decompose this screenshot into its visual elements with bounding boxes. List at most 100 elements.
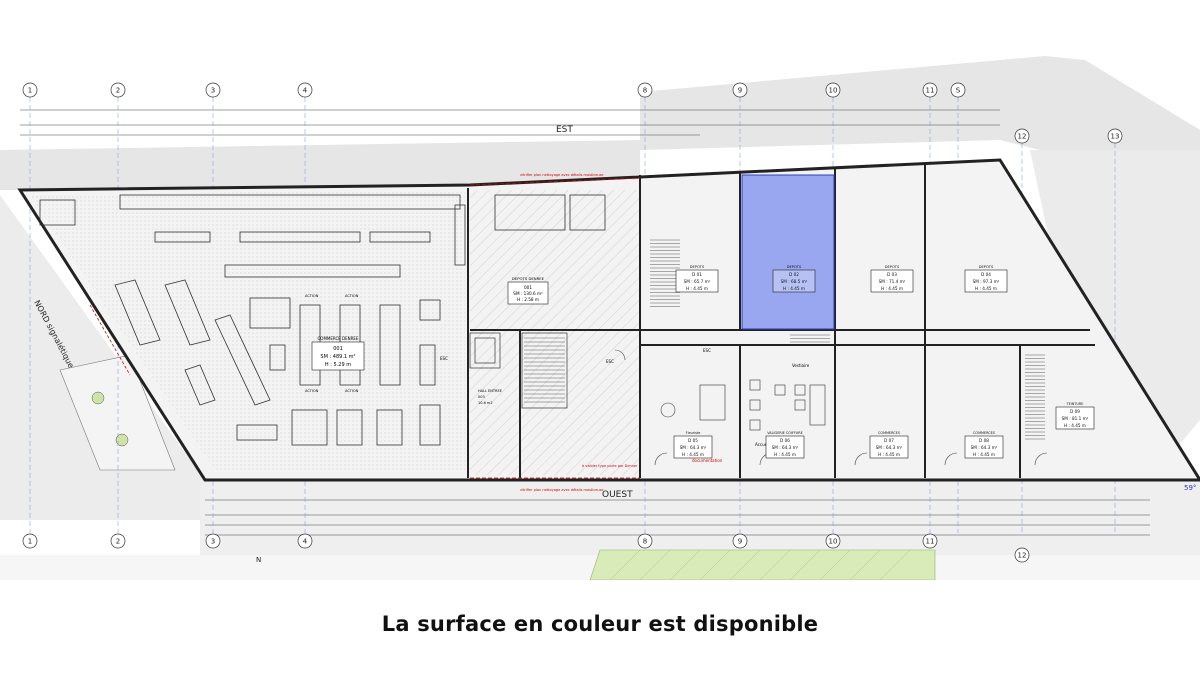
documentation-label: documentation [692, 458, 723, 463]
room-id: D 08 [979, 438, 989, 443]
room-height: H : 4.45 m [774, 452, 796, 457]
green-area [589, 549, 936, 581]
esc-label: ESC [606, 359, 614, 364]
stairs [469, 332, 568, 409]
action-label: ACTION [345, 389, 359, 393]
red-note-line-west [89, 304, 131, 376]
grid-axis-label: 10 [829, 87, 838, 95]
grid-axis-label: 12 [1018, 552, 1027, 560]
red-note-top: vitrifier plan nettoyage avec détails ma… [520, 173, 604, 177]
grid-axis-label: 1 [28, 538, 32, 546]
room-name: COMMERCES [878, 431, 900, 435]
esc-label: ESC [440, 356, 448, 361]
grid-axis-label: 13 [1111, 133, 1120, 141]
esc-label: ESC [703, 348, 711, 353]
depot-area [470, 190, 640, 475]
room-name: TEINTURE [1066, 402, 1084, 406]
room-height: H : 4.45 m [682, 452, 704, 457]
room-height: H : 4.45 m [686, 286, 708, 291]
depot-stairs [650, 239, 1045, 440]
room-area: SM : 81.1 m² [1062, 416, 1089, 421]
room-id: D 01 [692, 272, 702, 277]
grid-axis-label: 2 [116, 87, 120, 95]
grid-bubble-bottom: 9 [732, 533, 748, 549]
grid-bubble-bottom: 3 [205, 533, 221, 549]
grid-axis-label: 3 [211, 538, 215, 546]
room-name: DEPOTS DENREE [512, 276, 545, 281]
grid-axis-label: 9 [738, 538, 742, 546]
room-id: D 04 [981, 272, 991, 277]
grid-axis-label: 2 [116, 538, 120, 546]
grid-bubble-top: 8 [637, 82, 653, 98]
room-area: 10.6 m2 [478, 401, 493, 405]
stair-steps [524, 337, 565, 403]
room-area: SM : 68.5 m² [781, 279, 808, 284]
grid-bubble-top: 10 [825, 82, 841, 98]
south-sidewalk [200, 480, 1200, 555]
room-height: H : 5.29 m [325, 362, 351, 368]
available-depot-d02[interactable] [741, 174, 835, 330]
grid-bubble-top: 11 [922, 82, 938, 98]
grid-axis-label: 11 [926, 87, 935, 95]
grid-axis-label: S [956, 87, 961, 95]
tree-icon [91, 391, 105, 405]
room-hall[interactable]: HALL ENTREE 003 10.6 m2 [478, 389, 502, 405]
room-area: SM : 64.3 m² [680, 445, 707, 450]
grid-bubble-top: S [950, 82, 966, 98]
grid-bubble-top: 12 [1014, 128, 1030, 144]
grid-bubble-bottom: 8 [637, 533, 653, 549]
red-note-line-top [469, 177, 641, 186]
room-depot-main[interactable]: DEPOTS DENREE 001 SM : 130.6 m² H : 2.58… [507, 276, 549, 305]
room-depot-1[interactable]: DEPOTS D 01 SM : 65.7 m² H : 4.45 m [675, 265, 719, 293]
room-area: SM : 71.4 m² [879, 279, 906, 284]
grid-axis-label: 9 [738, 87, 742, 95]
room-main-store[interactable]: COMMERCE DENREE 001 SM : 489.1 m² H : 5.… [311, 336, 365, 371]
room-area: SM : 65.7 m² [684, 279, 711, 284]
grid-bubble-bottom: 4 [297, 533, 313, 549]
grid-bubble-top: 1 [22, 82, 38, 98]
elevation-label: 59° [1184, 484, 1196, 492]
room-area: SM : 130.6 m² [513, 291, 543, 296]
room-id: 003 [478, 395, 485, 399]
action-label: ACTION [345, 294, 359, 298]
room-area: SM : 97.3 m² [973, 279, 1000, 284]
vestiaire-label: Vestiaire [792, 363, 810, 368]
room-name: DEPOTS [979, 265, 994, 269]
room-name: COMMERCE DENREE [318, 336, 359, 341]
north-sidewalk [0, 140, 640, 190]
salon-furniture [699, 379, 826, 431]
grid-bubble-bottom: 10 [825, 533, 841, 549]
room-id: D 06 [780, 438, 790, 443]
grid-axis-label: 12 [1018, 133, 1027, 141]
action-label: ACTION [305, 294, 319, 298]
room-id: D 09 [1070, 409, 1080, 414]
grid-axis-label: 11 [926, 538, 935, 546]
room-area: SM : 64.3 m² [876, 445, 903, 450]
room-name: DEPOTS [690, 265, 705, 269]
room-name: DEPOTS [885, 265, 900, 269]
north-marker: N [256, 556, 261, 564]
tree-icon [115, 433, 129, 447]
grid-axis-label: 4 [303, 87, 308, 95]
checkout-counters [114, 279, 271, 406]
room-name: DEPOTS [787, 265, 802, 269]
grid-bubble-bottom: 12 [1014, 547, 1030, 563]
room-height: H : 4.45 m [973, 452, 995, 457]
store-shelving [39, 194, 466, 446]
action-label: ACTION [305, 389, 319, 393]
grid-axis-label: 8 [643, 87, 647, 95]
grid-bubble-top: 4 [297, 82, 313, 98]
